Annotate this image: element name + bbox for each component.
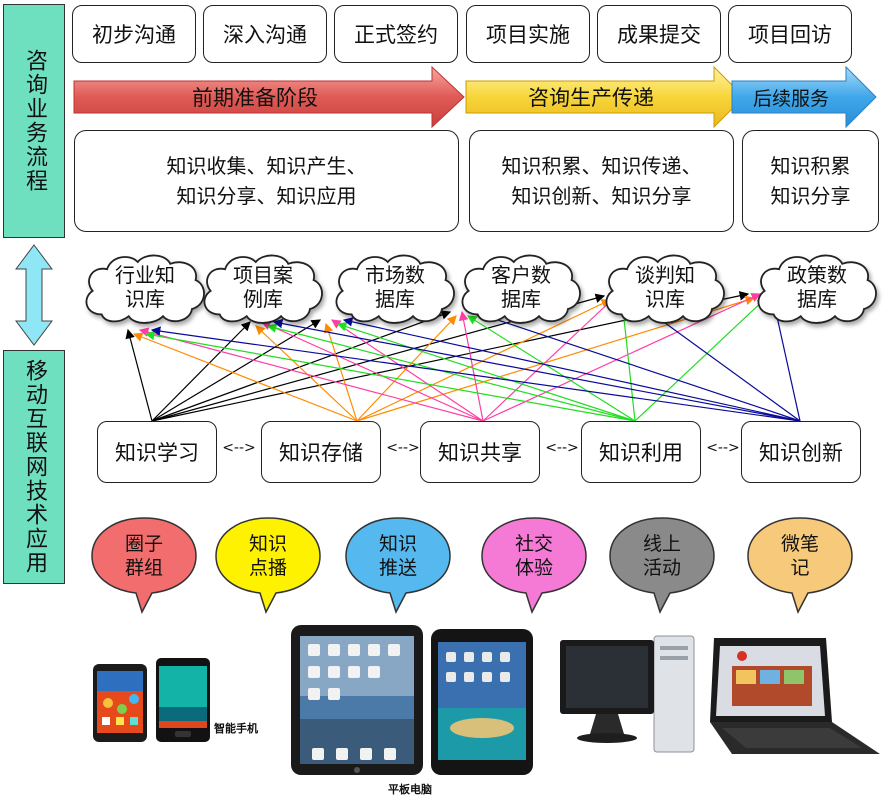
cloud-label: 项目案 例库 (233, 263, 293, 311)
action-to-repository-link (138, 327, 484, 422)
action-to-repository-link (472, 310, 801, 422)
smartphone-left-icon (93, 664, 147, 742)
knowledge-box-prep: 知识收集、知识产生、 知识分享、知识应用 (74, 130, 459, 232)
cloud-repository: 行业知 识库 (80, 248, 210, 332)
knowledge-box-delivery: 知识积累、知识传递、 知识创新、知识分享 (469, 130, 734, 232)
cloud-icon (757, 254, 877, 324)
knowledge-action: 知识存储 (261, 421, 381, 483)
action-to-repository-link (466, 315, 636, 422)
speech-bubble-icon (215, 517, 321, 614)
feature-bubble: 社交 体验 (478, 514, 590, 614)
knowledge-action: 知识利用 (581, 421, 701, 483)
action-to-repository-link (331, 319, 484, 422)
cloud-label: 行业知 识库 (115, 263, 175, 311)
knowledge-action: 知识学习 (97, 421, 217, 483)
cloud-icon (203, 254, 323, 324)
bubble-label: 知识 推送 (378, 533, 417, 579)
process-step: 成果提交 (597, 5, 721, 63)
bubble-label: 微笔 记 (780, 533, 819, 579)
action-to-repository-link (458, 310, 484, 422)
phase-label-2: 咨询生产传递 (528, 86, 654, 110)
action-to-repository-link (260, 321, 484, 422)
action-to-repository-link (342, 317, 801, 422)
bidirectional-connector: <--> (386, 440, 420, 456)
action-to-repository-link (151, 321, 251, 422)
feature-bubble: 知识 推送 (342, 514, 454, 614)
cloud-label: 谈判知 识库 (635, 263, 695, 311)
smartphone-caption: 智能手机 (214, 722, 258, 735)
knowledge-action: 知识创新 (741, 421, 861, 483)
action-to-repository-link (482, 293, 762, 422)
action-to-repository-link (151, 310, 452, 422)
bidirectional-connector: <--> (706, 440, 740, 456)
action-to-repository-link (151, 319, 322, 422)
process-step: 初步沟通 (72, 5, 196, 63)
cloud-repository: 项目案 例库 (198, 248, 328, 332)
feature-bubble: 知识 点播 (212, 514, 324, 614)
action-to-repository-link (144, 330, 636, 422)
bidirectional-connector: <--> (545, 440, 579, 456)
phase-arrows (73, 65, 877, 129)
action-to-repository-link (132, 332, 358, 422)
cloud-label: 市场数 据库 (365, 263, 425, 311)
action-to-repository-link (336, 322, 636, 422)
process-step: 项目回访 (728, 5, 852, 63)
action-to-repository-link (125, 328, 153, 422)
action-to-repository-link (323, 322, 358, 422)
bidirectional-connector: <--> (222, 440, 256, 456)
smartphone-right-icon (156, 658, 210, 742)
double-arrow-icon (15, 244, 53, 346)
process-step: 项目实施 (466, 5, 590, 63)
cloud-icon (335, 254, 455, 324)
desktop-computer-icon (560, 635, 695, 753)
tablet-caption: 平板电脑 (388, 783, 432, 796)
bubble-label: 社交 体验 (514, 533, 553, 579)
speech-bubble-icon (481, 517, 587, 614)
phase-arrow-3 (731, 65, 877, 129)
phase-arrow-1 (73, 65, 465, 129)
speech-bubble-icon (91, 517, 197, 614)
action-to-repository-link (356, 299, 612, 422)
cloud-repository: 政策数 据库 (752, 248, 882, 332)
cloud-repository: 客户数 据库 (456, 248, 586, 332)
process-label-bar: 咨询业务流程 (3, 4, 65, 238)
cloud-icon (605, 254, 725, 324)
action-to-repository-link (266, 323, 636, 422)
feature-bubble: 线上 活动 (606, 514, 718, 614)
process-step: 正式签约 (334, 5, 458, 63)
bubble-label: 线上 活动 (642, 533, 681, 579)
knowledge-action: 知识共享 (420, 421, 540, 483)
action-to-repository-link (150, 326, 801, 422)
cloud-icon (461, 254, 581, 324)
knowledge-box-service: 知识积累 知识分享 (742, 130, 879, 232)
laptop-icon (710, 638, 880, 754)
feature-bubble: 微笔 记 (744, 514, 856, 614)
bubble-label: 知识 点播 (248, 533, 287, 579)
action-to-repository-link (618, 298, 636, 422)
speech-bubble-icon (609, 517, 715, 614)
action-to-repository-link (272, 318, 801, 422)
cloud-repository: 市场数 据库 (330, 248, 460, 332)
tablet-galaxy-icon (431, 629, 533, 775)
phase-label-1: 前期准备阶段 (192, 86, 318, 110)
cloud-label: 客户数 据库 (491, 263, 551, 311)
cloud-label: 政策数 据库 (787, 263, 847, 311)
cloud-repository: 谈判知 识库 (600, 248, 730, 332)
cloud-icon (85, 254, 205, 324)
process-step: 深入沟通 (203, 5, 327, 63)
feature-bubble: 圈子 群组 (88, 514, 200, 614)
tech-label: 移动互联网技术应用 (22, 359, 47, 575)
action-to-repository-link (356, 315, 457, 422)
speech-bubble-icon (747, 517, 853, 614)
action-to-repository-link (482, 295, 617, 422)
phase-label-3: 后续服务 (752, 87, 829, 110)
speech-bubble-icon (345, 517, 451, 614)
phase-arrow-2 (465, 65, 745, 129)
tablet-ipad-icon (291, 625, 423, 775)
tech-label-bar: 移动互联网技术应用 (3, 350, 65, 584)
action-to-repository-link (255, 325, 358, 422)
bubble-label: 圈子 群组 (124, 533, 163, 579)
process-label: 咨询业务流程 (22, 49, 47, 193)
